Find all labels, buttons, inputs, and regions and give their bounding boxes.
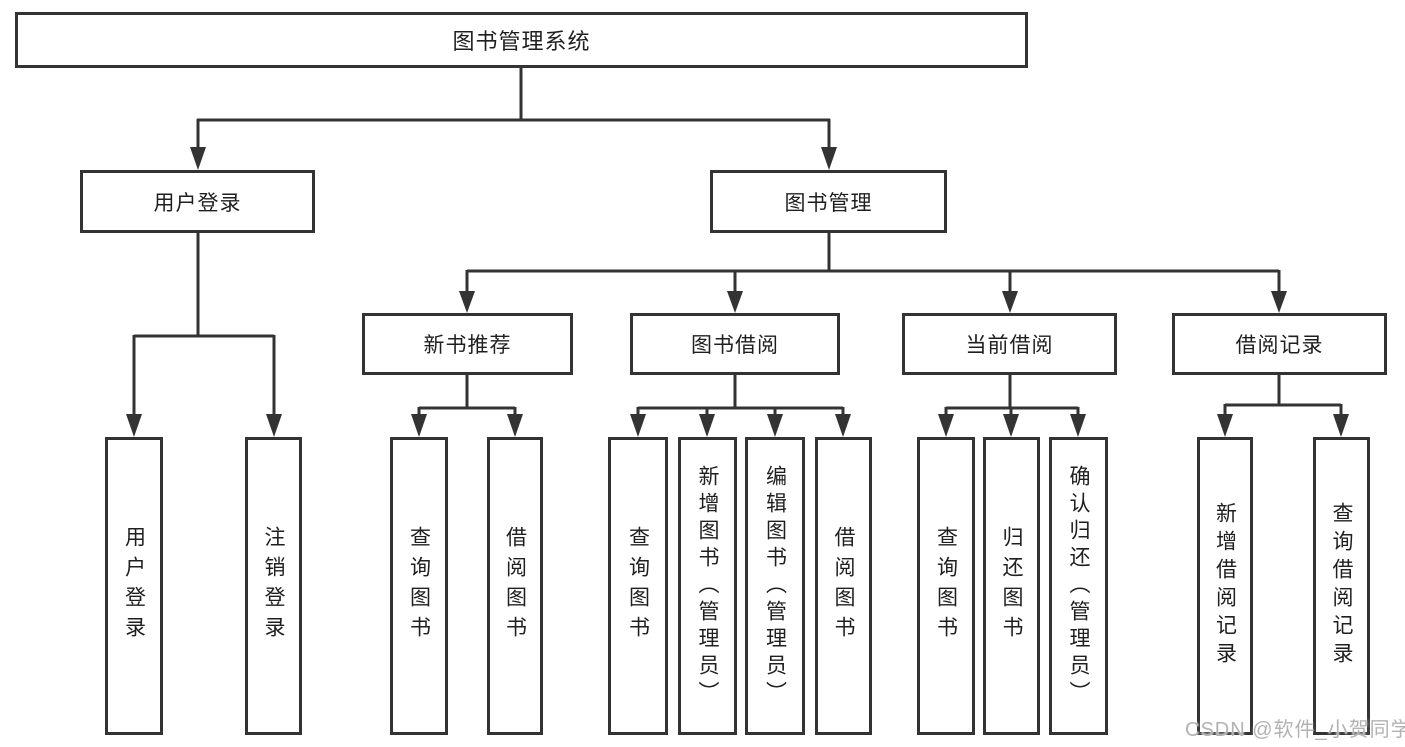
connector-userlogin-to-leaves [132,233,276,416]
leaf-query-books-borrowing: 查询图书 [608,437,668,735]
leaf-label: 借阅图书 [503,526,527,646]
leaf-query-borrow-record: 查询借阅记录 [1313,437,1370,735]
leaf-label: 新增借阅记录 [1213,502,1237,670]
connector-bookmgmt-to-level3 [465,233,1281,292]
arrow-down-icon [266,414,282,437]
arrow-down-icon [507,414,523,437]
arrow-down-icon [938,414,954,437]
leaf-label: 查询图书 [626,526,650,646]
node-book-management: 图书管理 [710,170,947,233]
leaf-label: 注销登录 [262,526,285,646]
leaf-confirm-return-admin: 确认归还（管理员） [1049,437,1108,735]
arrow-down-icon [459,291,475,313]
arrow-down-icon [821,147,837,170]
arrow-down-icon [727,291,743,313]
arrow-down-icon [1070,414,1086,437]
arrow-down-icon [1003,414,1019,437]
leaf-label: 查询图书 [934,526,958,646]
node-label: 新书推荐 [423,334,512,357]
leaf-label: 查询图书 [407,526,431,646]
node-label: 用户登录 [153,191,242,215]
node-new-book-recommend: 新书推荐 [362,313,573,375]
arrow-down-icon [1217,414,1233,437]
arrow-down-icon [1271,291,1287,313]
arrow-down-icon [126,414,142,437]
connector-root-to-level2 [196,68,831,150]
node-label: 图书管理 [784,191,873,215]
node-borrowing-records: 借阅记录 [1172,313,1387,375]
csdn-watermark: CSDN @软件_小贺同学 [1185,719,1405,741]
leaf-label: 新增图书（管理员） [696,464,719,708]
connector-records-to-leaves [1223,375,1343,416]
arrow-down-icon [699,414,715,437]
leaf-label: 查询借阅记录 [1330,502,1353,670]
connector-borrowing-to-leaves [636,375,845,416]
arrow-down-icon [835,414,851,437]
leaf-user-login: 用户登录 [105,437,163,735]
arrow-down-icon [1333,414,1349,437]
node-label: 图书借阅 [691,334,779,357]
arrow-down-icon [411,414,427,437]
leaf-label: 确认归还（管理员） [1067,464,1090,708]
node-user-login: 用户登录 [80,170,315,233]
leaf-borrow-books-borrowing: 借阅图书 [815,437,872,735]
node-label: 图书管理系统 [452,29,591,54]
leaf-add-book-admin: 新增图书（管理员） [678,437,737,735]
leaf-return-books: 归还图书 [983,437,1040,735]
arrow-down-icon [630,414,646,437]
node-current-borrowing: 当前借阅 [902,313,1117,375]
connector-newbook-to-leaves [417,375,517,416]
node-label: 借阅记录 [1235,334,1324,357]
arrow-down-icon [190,147,206,170]
node-root-system: 图书管理系统 [15,12,1028,68]
arrow-down-icon [1002,291,1018,313]
leaf-label: 用户登录 [122,526,146,646]
leaf-query-books-current: 查询图书 [917,437,975,735]
leaf-borrow-books-recommend: 借阅图书 [487,437,543,735]
leaf-label: 借阅图书 [832,526,855,646]
node-label: 当前借阅 [965,334,1054,357]
leaf-add-borrow-record: 新增借阅记录 [1197,437,1253,735]
leaf-edit-book-admin: 编辑图书（管理员） [745,437,805,735]
leaf-query-books-recommend: 查询图书 [390,437,448,735]
leaf-label: 归还图书 [1000,526,1023,646]
connector-current-to-leaves [944,375,1080,416]
arrow-down-icon [767,414,783,437]
leaf-label: 编辑图书（管理员） [763,464,787,708]
leaf-logout: 注销登录 [245,437,302,735]
node-book-borrowing: 图书借阅 [630,313,840,375]
